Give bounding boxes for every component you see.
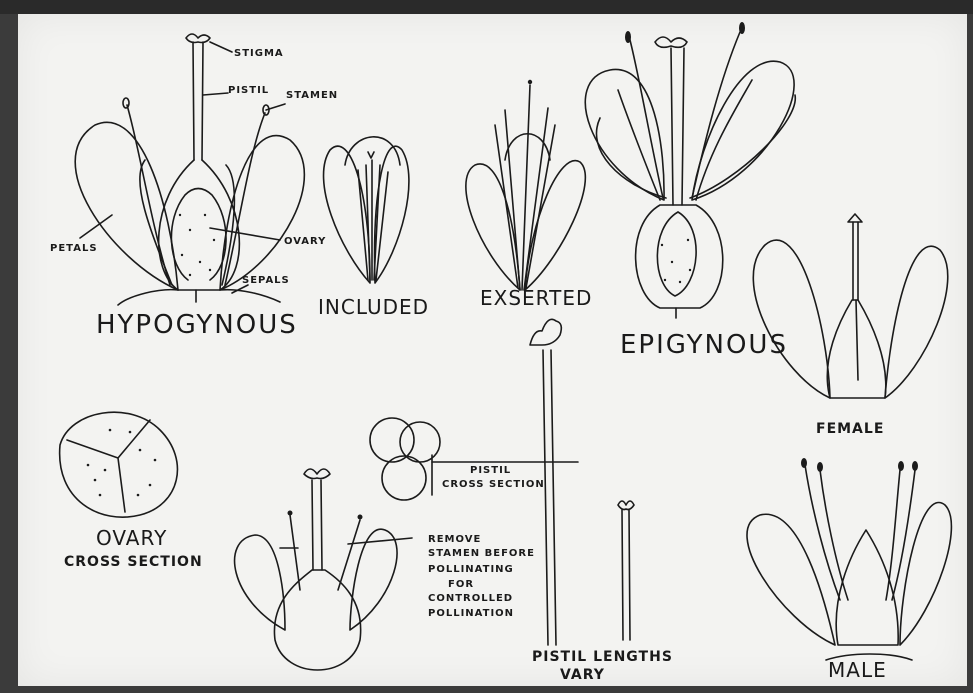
title-female: FEMALE [816,422,884,436]
male-center [836,530,898,645]
title-male: MALE [828,660,887,680]
ovary-cross-section [60,412,178,517]
note-line-1: REMOVE [428,535,481,545]
epigynous-petal-left2 [596,118,666,198]
label-pistil-lengths-2: VARY [560,668,605,682]
pistil-lobe-1 [370,418,414,462]
female-style [853,222,858,300]
label-pistil-cs-2: CROSS SECTION [442,480,545,490]
long-pistil-style [543,350,556,645]
exserted-flower [466,80,585,290]
ovary-leader [210,228,280,240]
pistil-lengths [530,319,634,645]
hypogynous-ovary-inner [171,189,226,281]
emasculation-petal-left [235,535,285,630]
epigynous-stigma [655,37,687,47]
hypogynous-flower [75,34,304,305]
included-stigma [368,152,374,158]
hypogynous-style [193,42,203,160]
emasculation-stigma [304,469,330,479]
hypogynous-stigma [186,34,210,43]
long-pistil-stigma [530,319,561,345]
male-petal-left [747,514,835,645]
included-flower [324,137,409,283]
epigynous-flower [585,22,795,318]
note-line-4: FOR [448,580,474,590]
hypogynous-petal-right [220,136,304,290]
label-pistil: PISTIL [228,86,269,96]
hypogynous-anther-left [123,98,129,108]
included-stamens [358,160,388,280]
hypogynous-stamen-right [225,113,265,285]
male-flower [747,458,951,660]
label-petals: PETALS [50,244,98,254]
epigynous-stamen-left [630,40,663,198]
exserted-petal-left [466,164,520,290]
short-pistil-stigma [618,501,634,510]
label-pistil-lengths-1: PISTIL LENGTHS [532,650,673,664]
note-line-6: POLLINATION [428,609,514,619]
label-ovary-cs-2: CROSS SECTION [64,555,203,569]
female-petal-left [753,240,830,398]
title-included: INCLUDED [318,297,429,317]
emasculation-petal-right [350,529,397,630]
label-ovary-cs-1: OVARY [96,528,167,548]
male-stamens [805,465,915,600]
note-line-5: CONTROLLED [428,594,513,604]
pistil-leader [203,93,228,95]
title-exserted: EXSERTED [480,288,592,308]
pistil-lobe-3 [382,456,426,500]
female-flower [753,214,947,398]
label-pistil-cs-1: PISTIL [470,466,511,476]
hypogynous-stamen-left [127,105,170,285]
ovary-cross-dividers [67,420,150,512]
included-petal-left [324,146,370,283]
emasculation-flower [235,469,412,670]
epigynous-style [671,48,684,205]
exserted-petal-right [525,161,585,290]
note-line-2: STAMEN BEFORE [428,549,535,559]
stigma-leader [210,42,232,52]
title-epigynous: EPIGYNOUS [620,332,788,358]
epigynous-extra-lines [618,80,752,200]
female-stigma [848,214,862,222]
label-sepals: SEPALS [242,276,290,286]
epigynous-ovary [636,205,723,308]
emasculation-cut-right [348,538,412,544]
label-ovary: OVARY [284,237,326,247]
label-stigma: STIGMA [234,49,284,59]
epigynous-anther-left [625,31,631,43]
exserted-stamens [495,85,555,290]
title-hypogynous: HYPOGYNOUS [96,312,298,338]
emasculation-ovary [274,570,360,670]
female-midline [856,300,858,380]
short-pistil-style [622,510,630,640]
emasculation-style [312,480,322,570]
hypogynous-sepals [118,290,280,305]
epigynous-ovary-inner [657,212,696,296]
female-petal-right [885,246,948,398]
note-line-3: POLLINATING [428,565,514,575]
label-stamen: STAMEN [286,91,338,101]
epigynous-anther-right [739,22,745,34]
